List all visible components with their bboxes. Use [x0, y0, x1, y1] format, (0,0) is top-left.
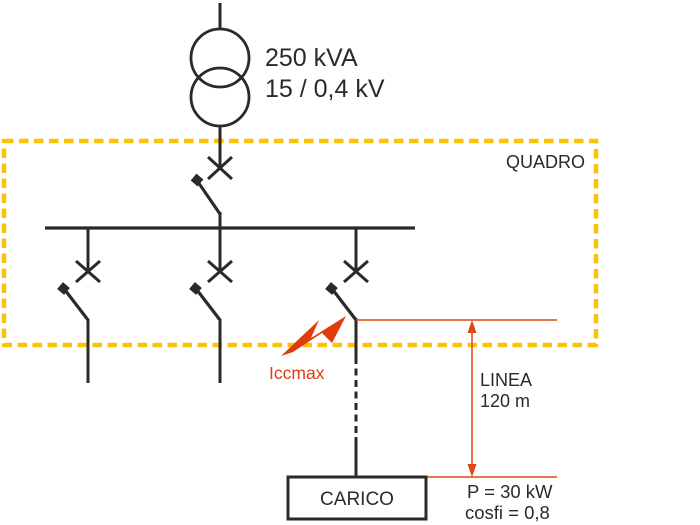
transformer-primary-winding — [189, 27, 251, 89]
load-box — [286, 475, 428, 521]
breaker-blade — [63, 289, 90, 321]
breaker-blade — [196, 181, 222, 215]
dimension-lines — [356, 319, 557, 478]
fault-bolt-icon — [281, 316, 346, 356]
breaker-blade — [195, 289, 222, 321]
panel-label: QUADRO — [506, 152, 585, 172]
breaker-x-stroke — [206, 155, 234, 181]
load-cosphi-label: cosfi = 0,8 — [465, 502, 550, 523]
main-breaker-icon — [190, 155, 234, 228]
breaker-x-stroke — [75, 259, 101, 284]
line-label: LINEA — [480, 370, 532, 390]
fault-label: Iccmax — [269, 363, 325, 383]
feeder-breaker-icon — [57, 228, 101, 383]
load-label: CARICO — [320, 489, 394, 510]
feeder-breaker-icon — [189, 228, 233, 383]
feeder-breaker-icon — [325, 228, 369, 321]
transformer-secondary-winding — [189, 66, 251, 128]
arrow-up-icon — [467, 320, 477, 333]
panel-boundary — [1, 138, 599, 348]
breaker-x-stroke — [207, 259, 233, 284]
line-length-label: 120 m — [480, 391, 530, 411]
transformer-rating-label: 250 kVA — [265, 44, 358, 72]
arrow-down-icon — [467, 464, 477, 477]
breaker-blade — [331, 289, 358, 321]
load-power-label: P = 30 kW — [467, 481, 553, 502]
breaker-x-stroke — [343, 259, 369, 284]
transformer-voltage-label: 15 / 0,4 kV — [265, 75, 385, 103]
transformer-icon — [189, 27, 251, 128]
